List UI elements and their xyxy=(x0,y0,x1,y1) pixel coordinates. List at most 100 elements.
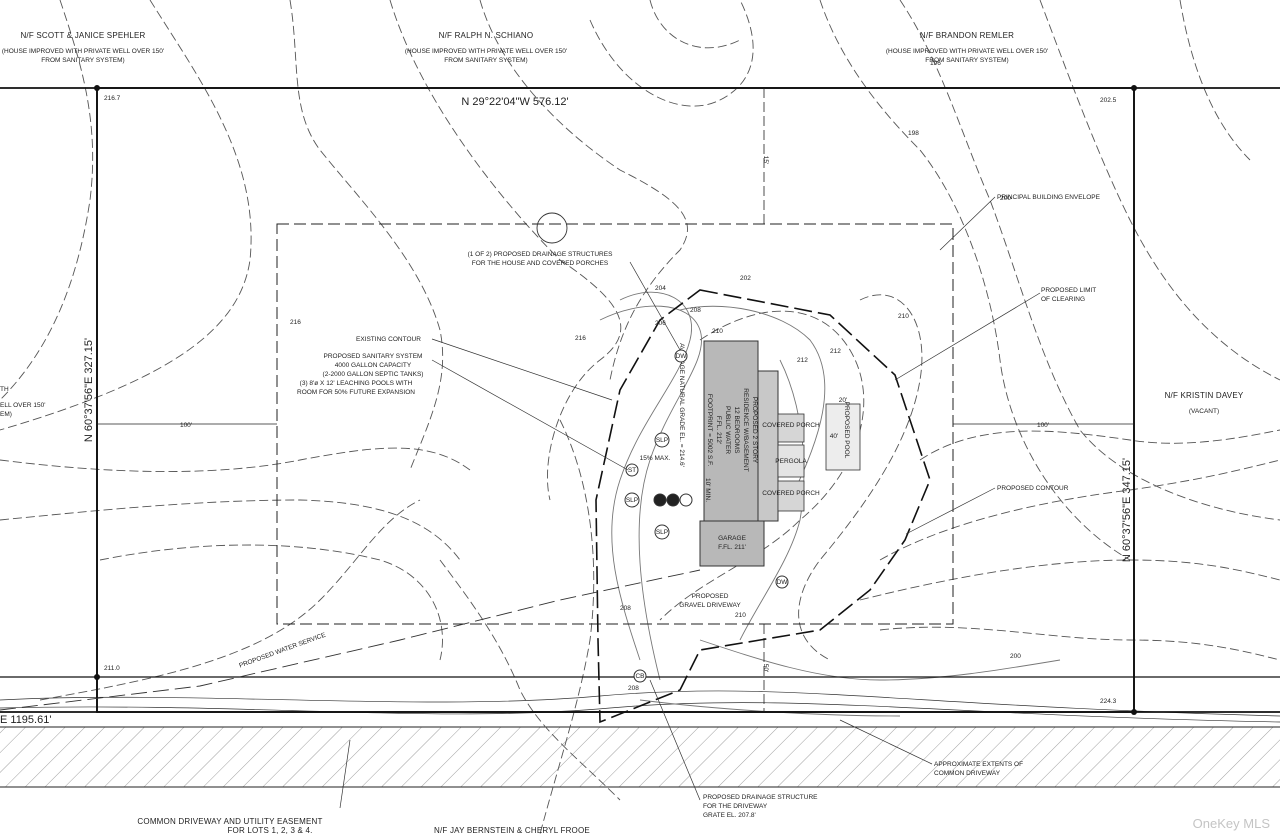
contour-label: 196 xyxy=(930,60,941,67)
callout-gravel-driveway: PROPOSED xyxy=(692,593,729,600)
house-label: PUBLIC WATER xyxy=(724,406,731,454)
bearing-left: N 60°37'56"E 327.15' xyxy=(83,338,95,442)
covered-porch xyxy=(777,480,805,512)
drywell xyxy=(775,575,789,589)
drywell-label: DW xyxy=(676,353,688,360)
neighbor-name: N/F RALPH N. SCHIANO xyxy=(439,31,534,40)
watermark: OneKey MLS xyxy=(1193,816,1271,831)
callout-drain-driveway: FOR THE DRIVEWAY xyxy=(703,803,768,810)
contour-label: 208 xyxy=(620,605,631,612)
callout-sanitary: (2-2000 GALLON SEPTIC TANKS) xyxy=(323,371,424,378)
elevation: 224.3 xyxy=(1100,698,1117,705)
neighbor-note: FROM SANITARY SYSTEM) xyxy=(925,57,1008,64)
leaching-pool xyxy=(624,492,640,508)
callout-existing-contour: EXISTING CONTOUR xyxy=(356,336,421,343)
bearing-bottom: E 1195.61' xyxy=(0,714,51,726)
limit-of-clearing xyxy=(595,289,931,724)
covered-porch-label: COVERED PORCH xyxy=(762,490,820,497)
slope-note: 15% MAX. xyxy=(640,455,671,462)
neighbor-name: N/F JAY BERNSTEIN & CHERYL FROOE xyxy=(434,826,590,834)
callout-water-service: PROPOSED WATER SERVICE xyxy=(238,631,327,669)
neighbor-name: N/F SCOTT & JANICE SPEHLER xyxy=(20,31,145,40)
min-note: 10' MIN. xyxy=(704,478,711,502)
septic-tank-label: ST xyxy=(628,467,636,474)
callout-drain-driveway: PROPOSED DRAINAGE STRUCTURE xyxy=(703,794,818,801)
neighbor-fragment: EM) xyxy=(0,411,12,418)
neighbor-note: (HOUSE IMPROVED WITH PRIVATE WELL OVER 1… xyxy=(886,48,1048,55)
corner-monument xyxy=(1131,85,1137,91)
house-label: RESIDENCE W/BASEMENT xyxy=(742,388,749,471)
neighbor-note: FROM SANITARY SYSTEM) xyxy=(444,57,527,64)
septic-tank xyxy=(653,493,667,507)
contour-label: 216 xyxy=(290,319,301,326)
callout-clearing: OF CLEARING xyxy=(1041,296,1085,303)
neighbor-note: (VACANT) xyxy=(1189,408,1219,415)
contour-label: 210 xyxy=(712,328,723,335)
elevation: 202.5 xyxy=(1100,97,1117,104)
leaching-pool xyxy=(654,524,670,540)
callout-sanitary: 4000 GALLON CAPACITY xyxy=(335,362,412,369)
callout-drainage-house: (1 OF 2) PROPOSED DRAINAGE STRUCTURES xyxy=(468,251,613,258)
contour-label: 216 xyxy=(575,335,586,342)
neighbor-fragment: ELL OVER 150' xyxy=(0,402,45,409)
covered-porch xyxy=(777,413,805,443)
elevation: 216.7 xyxy=(104,95,121,102)
contour-label: 210 xyxy=(898,313,909,320)
callout-clearing: PROPOSED LIMIT xyxy=(1041,287,1096,294)
house-label: F.FL. 212' xyxy=(715,416,722,444)
callout-sanitary: (3) 8'ø X 12' LEACHING POOLS WITH xyxy=(300,380,413,387)
catch-basin-label: CB xyxy=(635,673,644,680)
callout-common-driveway: COMMON DRIVEWAY xyxy=(934,770,1001,777)
house-label: 12 BEDROOMS xyxy=(733,407,740,455)
corner-monument xyxy=(1131,709,1137,715)
house: PROPOSED 2 STORY RESIDENCE W/BASEMENT 12… xyxy=(640,340,861,567)
callout-sanitary: ROOM FOR 50% FUTURE EXPANSION xyxy=(297,389,415,396)
contour-labels: 216 216 212 212 210 210 210 208 208 208 … xyxy=(290,60,1021,692)
garage-ffl: F.FL. 211' xyxy=(718,544,746,551)
setback-dimension: 100' xyxy=(1037,422,1049,429)
pergola xyxy=(777,444,805,478)
easement-hatch xyxy=(0,727,1280,787)
house-wing xyxy=(757,370,779,522)
callout-sanitary: PROPOSED SANITARY SYSTEM xyxy=(324,353,423,360)
contour-label: 212 xyxy=(830,348,841,355)
contour-label: 198 xyxy=(908,130,919,137)
catch-basin xyxy=(633,669,647,683)
tree-circle xyxy=(536,212,568,244)
drywell-label: DW xyxy=(777,579,789,586)
callout-gravel-driveway: GRAVEL DRIVEWAY xyxy=(679,602,741,609)
neighbor-fragment: TH xyxy=(0,386,9,393)
corner-monument xyxy=(94,85,100,91)
setback-dimension: 15' xyxy=(762,156,769,164)
covered-porch-label: COVERED PORCH xyxy=(762,422,820,429)
bearing-top: N 29°22'04"W 576.12' xyxy=(461,96,568,108)
house-label: FOOTPRINT = 5002 S.F. xyxy=(706,394,713,467)
water-service-line xyxy=(0,569,701,711)
setback-dimension: 100' xyxy=(180,422,192,429)
drywell xyxy=(674,349,688,363)
pool xyxy=(825,403,861,471)
house-footprint xyxy=(703,340,759,522)
contour-label: 206 xyxy=(655,320,666,327)
callout-proposed-contour: PROPOSED CONTOUR xyxy=(997,485,1069,492)
septic-tank xyxy=(666,493,680,507)
leaching-pool xyxy=(654,432,670,448)
property-boundary xyxy=(96,87,1135,713)
pergola-label: PERGOLA xyxy=(775,458,807,465)
bearing-right: N 60°37'56"E 347.15' xyxy=(1121,458,1133,562)
contour-label: 202 xyxy=(740,275,751,282)
contour-label: 212 xyxy=(797,357,808,364)
elevation: 211.0 xyxy=(104,665,120,672)
structures: DW SLP ST SLP SLP DW CB xyxy=(624,349,789,683)
neighbor-note: (HOUSE IMPROVED WITH PRIVATE WELL OVER 1… xyxy=(405,48,567,55)
contour-label: 208 xyxy=(690,307,701,314)
neighbor-note: (HOUSE IMPROVED WITH PRIVATE WELL OVER 1… xyxy=(2,48,164,55)
callout-common-driveway: APPROXIMATE EXTENTS OF xyxy=(934,761,1023,768)
neighbor-name: N/F KRISTIN DAVEY xyxy=(1165,391,1244,400)
leader-lines xyxy=(339,196,1041,809)
setback-dimension: 50' xyxy=(762,664,769,672)
garage-label: GARAGE xyxy=(718,535,746,542)
leaching-pool-label: SLP xyxy=(656,437,668,444)
neighbor-labels: N/F SCOTT & JANICE SPEHLER (HOUSE IMPROV… xyxy=(0,31,1244,834)
